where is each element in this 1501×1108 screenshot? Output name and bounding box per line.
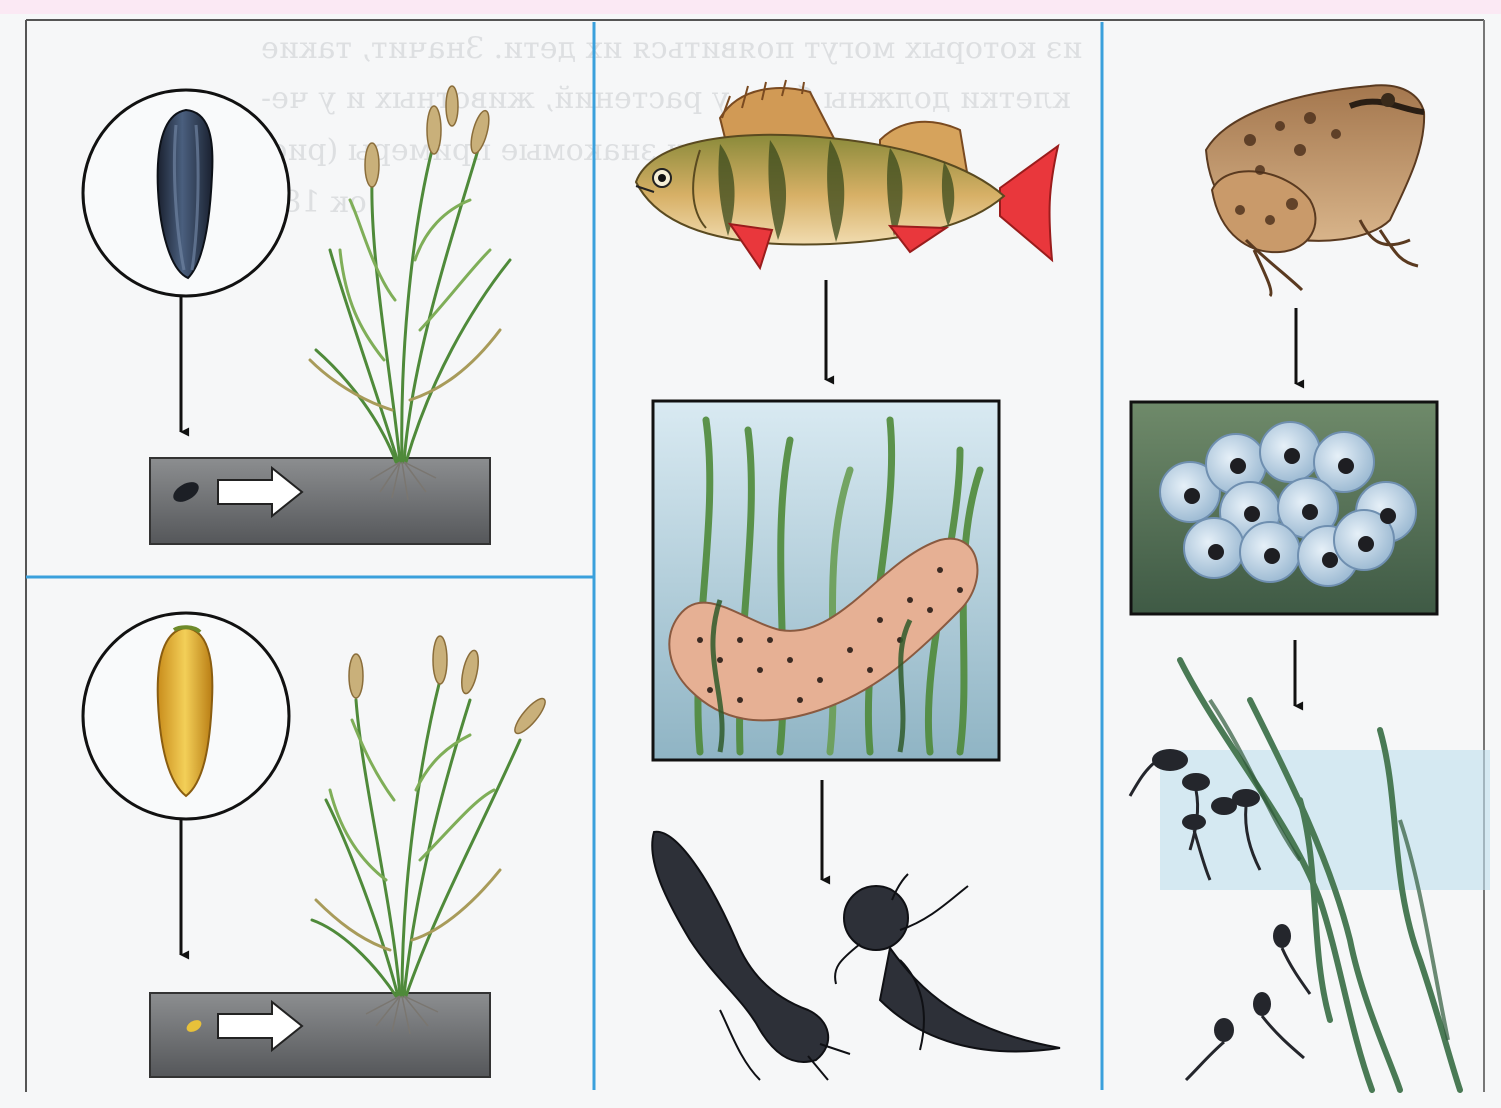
soil-strip [150,993,490,1077]
fish-eggs-scene [653,401,999,760]
bleed-line-1: из которых могут появиться их дети. Знач… [261,31,1082,66]
soil-strip [150,458,490,544]
bleed-line-2: клетки должны быть у растений, животных … [261,81,1071,116]
frog-eggs-icon [1131,402,1437,614]
